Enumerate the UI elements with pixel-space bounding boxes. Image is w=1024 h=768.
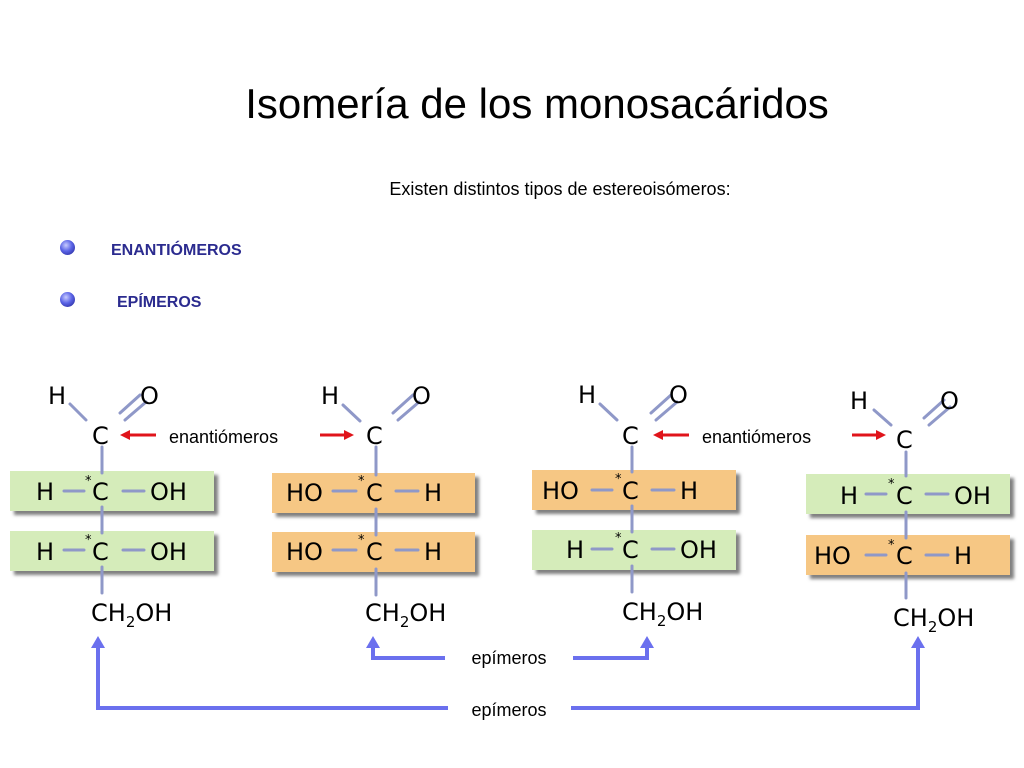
atom-o: O [140,382,159,410]
atom-o: O [412,382,431,410]
chiral-star: * [888,477,895,492]
atom-oh: OH [150,478,187,506]
atom-h: H [566,536,584,564]
group-ch2oh: CH2OH [893,604,974,636]
atom-c: C [622,536,639,564]
chiral-star: * [615,531,622,546]
atom-c: C [896,482,913,510]
group-ch2oh: CH2OH [91,599,172,631]
atom-h: H [578,381,596,409]
enantiomer-link-2: enantiómeros [653,427,886,447]
atom-c: C [366,479,383,507]
enantiomer-label: enantiómeros [169,427,278,447]
molecule-2: H O C HO C H HO C H CH2OH * * [272,382,475,631]
atom-h: H [424,538,442,566]
chiral-star: * [888,538,895,553]
bullet-icon [60,292,75,307]
row-green [10,531,214,571]
atom-c: C [92,538,109,566]
row-orange [532,470,736,510]
chiral-star: * [358,533,365,548]
page-subtitle: Existen distintos tipos de estereoisómer… [389,179,731,199]
row-green [10,471,214,511]
atom-h: H [840,482,858,510]
atom-c: C [366,422,383,450]
atom-c: C [896,542,913,570]
row-green [532,530,736,570]
atom-h: H [321,382,339,410]
epimer-label-inner: epímeros [471,648,546,668]
atom-c: C [622,422,639,450]
atom-ho: HO [286,479,323,507]
page-title: Isomería de los monosacáridos [245,80,829,127]
chiral-star: * [85,533,92,548]
atom-o: O [940,387,959,415]
atom-c: C [622,477,639,505]
molecule-4: H O C H C OH HO C H CH2OH * * [806,387,1010,636]
epimer-link-inner: epímeros [366,636,654,668]
atom-ho: HO [814,542,851,570]
enantiomer-link-1: enantiómeros [120,427,354,447]
atom-c: C [366,538,383,566]
atom-c: C [92,422,109,450]
epimer-link-outer: epímeros [91,636,925,720]
atom-c: C [896,426,913,454]
atom-h: H [36,478,54,506]
bullet-epimeros: EPÍMEROS [117,294,202,311]
atom-ho: HO [286,538,323,566]
atom-h: H [36,538,54,566]
chiral-star: * [85,474,92,489]
row-orange [806,535,1010,575]
bullet-enantiomeros: ENANTIÓMEROS [111,242,242,259]
enantiomer-label: enantiómeros [702,427,811,447]
atom-h: H [680,477,698,505]
atom-h: H [48,382,66,410]
atom-oh: OH [150,538,187,566]
group-ch2oh: CH2OH [622,598,703,630]
atom-o: O [669,381,688,409]
group-ch2oh: CH2OH [365,599,446,631]
bullet-icon [60,240,75,255]
row-orange [272,532,475,572]
atom-h: H [954,542,972,570]
epimer-label-outer: epímeros [471,700,546,720]
molecule-1: H O C H C OH H C OH CH2OH * * [10,382,214,631]
row-green [806,474,1010,514]
atom-c: C [92,478,109,506]
atom-oh: OH [680,536,717,564]
atom-h: H [850,387,868,415]
molecule-3: H O C HO C H H C OH CH2OH * * [532,381,736,630]
atom-h: H [424,479,442,507]
row-orange [272,473,475,513]
atom-oh: OH [954,482,991,510]
chiral-star: * [615,472,622,487]
atom-ho: HO [542,477,579,505]
chiral-star: * [358,474,365,489]
